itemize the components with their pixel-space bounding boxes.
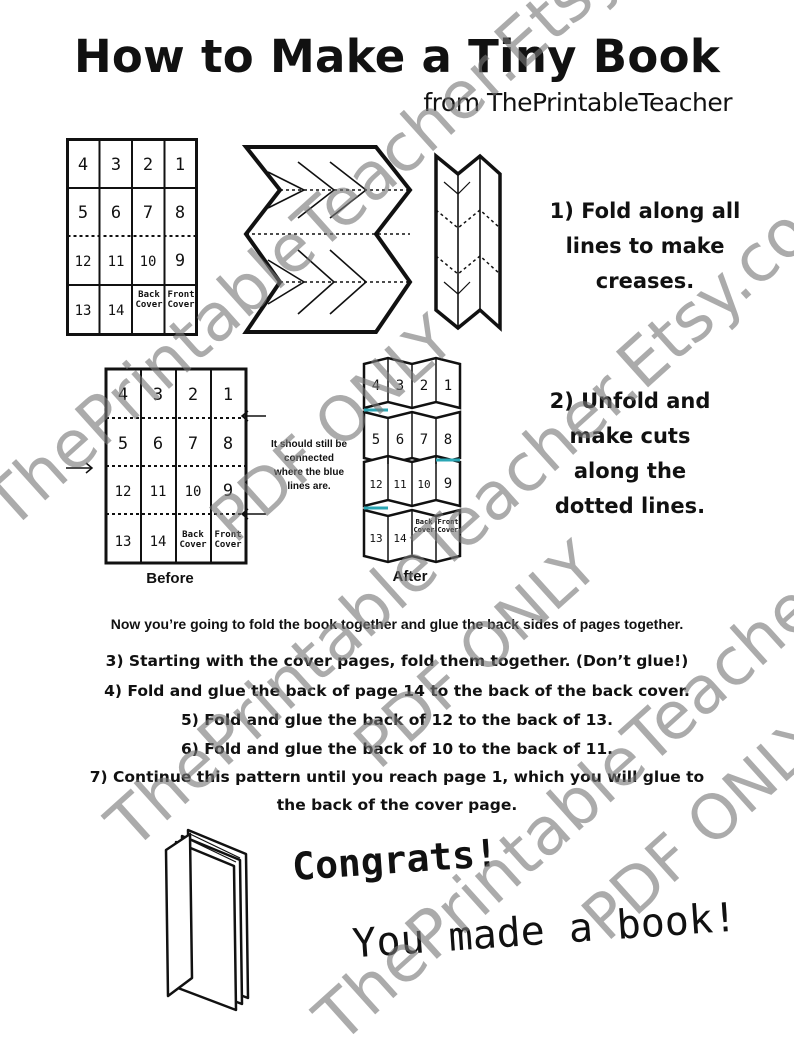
grid-cell: 5 — [78, 203, 88, 223]
grid-cell: 5 — [372, 432, 380, 448]
instruction-step-5: 5) Fold and glue the back of 12 to the b… — [180, 711, 614, 729]
after-cut-diagram: 4 3 2 1 5 6 7 8 12 11 10 9 13 14 — [362, 356, 462, 564]
instruction-step-4: 4) Fold and glue the back of page 14 to … — [104, 682, 690, 700]
grid-cell: 4 — [372, 378, 380, 394]
after-caption: After — [392, 568, 428, 585]
grid-cell: 11 — [393, 478, 406, 491]
grid-cell: 12 — [369, 478, 382, 491]
page-grid-diagram: 4 3 2 1 5 6 7 8 12 11 10 9 13 14 — [66, 138, 198, 336]
page-title: How to Make a Tiny Book — [73, 30, 721, 83]
grid-cell: 6 — [153, 434, 163, 454]
step-1-instructions: 1) Fold along all lines to make creases. — [549, 199, 741, 293]
zigzag-fold-diagram — [241, 145, 413, 334]
grid-cell-back-cover: Back Cover — [179, 530, 207, 550]
grid-cell-back-cover: Back Cover — [413, 518, 435, 534]
grid-cell: 14 — [108, 303, 125, 319]
grid-cell: 9 — [223, 481, 233, 501]
grid-cell: 3 — [153, 385, 163, 405]
grid-cell: 7 — [143, 203, 153, 223]
grid-cell: 10 — [417, 478, 430, 491]
book-illustration — [164, 828, 250, 1012]
grid-cell: 10 — [140, 254, 157, 270]
grid-cell: 11 — [108, 254, 125, 270]
step-2-instructions: 2) Unfold and make cuts along the dotted… — [549, 389, 711, 518]
grid-cell-front-cover: Front Cover — [167, 290, 195, 310]
grid-cell: 14 — [393, 532, 407, 545]
diagram-note: It should still be connected where the b… — [270, 439, 348, 492]
instruction-step-7: 7) Continue this pattern until you reach… — [89, 768, 705, 786]
grid-cell: 13 — [75, 303, 92, 319]
page-subtitle: from ThePrintableTeacher — [423, 88, 732, 117]
grid-cell: 2 — [420, 378, 428, 394]
grid-cell: 8 — [175, 203, 185, 223]
grid-cell: 11 — [150, 484, 167, 500]
grid-cell: 6 — [111, 203, 121, 223]
grid-cell: 12 — [75, 254, 92, 270]
congrats-message: You made a book! — [350, 894, 739, 968]
instruction-step-7-cont: the back of the cover page. — [276, 796, 518, 814]
grid-cell: 14 — [150, 534, 167, 550]
cut-arrows — [240, 410, 266, 520]
grid-cell-back-cover: Back Cover — [135, 290, 163, 310]
grid-cell: 1 — [175, 155, 185, 175]
grid-cell: 3 — [396, 378, 404, 394]
grid-cell: 2 — [188, 385, 198, 405]
instruction-step-6: 6) Fold and glue the back of 10 to the b… — [180, 740, 614, 758]
grid-cell: 7 — [420, 432, 428, 448]
grid-cell: 6 — [396, 432, 404, 448]
grid-cell-front-cover: Front Cover — [437, 518, 459, 534]
before-cut-diagram: 4 3 2 1 5 6 7 8 12 11 10 9 13 14 — [66, 367, 248, 565]
folded-strip-diagram — [434, 152, 502, 332]
grid-cell: 3 — [111, 155, 121, 175]
grid-cell: 9 — [444, 476, 452, 492]
grid-cell: 1 — [444, 378, 452, 394]
grid-cell: 5 — [118, 434, 128, 454]
grid-cell: 13 — [369, 532, 382, 545]
grid-cell: 1 — [223, 385, 233, 405]
grid-cell: 10 — [185, 484, 202, 500]
grid-cell: 2 — [143, 155, 153, 175]
grid-cell: 4 — [78, 155, 88, 175]
grid-cell: 8 — [444, 432, 452, 448]
grid-cell: 8 — [223, 434, 233, 454]
before-caption: Before — [146, 570, 194, 587]
congrats-heading: Congrats! — [290, 830, 500, 890]
grid-cell: 7 — [188, 434, 198, 454]
grid-cell-front-cover: Front Cover — [214, 530, 242, 550]
grid-cell: 13 — [115, 534, 132, 550]
grid-cell: 12 — [115, 484, 132, 500]
grid-cell: 4 — [118, 385, 128, 405]
intro-sentence: Now you’re going to fold the book togeth… — [110, 616, 684, 632]
grid-cell: 9 — [175, 251, 185, 271]
instruction-step-3: 3) Starting with the cover pages, fold t… — [105, 652, 689, 670]
